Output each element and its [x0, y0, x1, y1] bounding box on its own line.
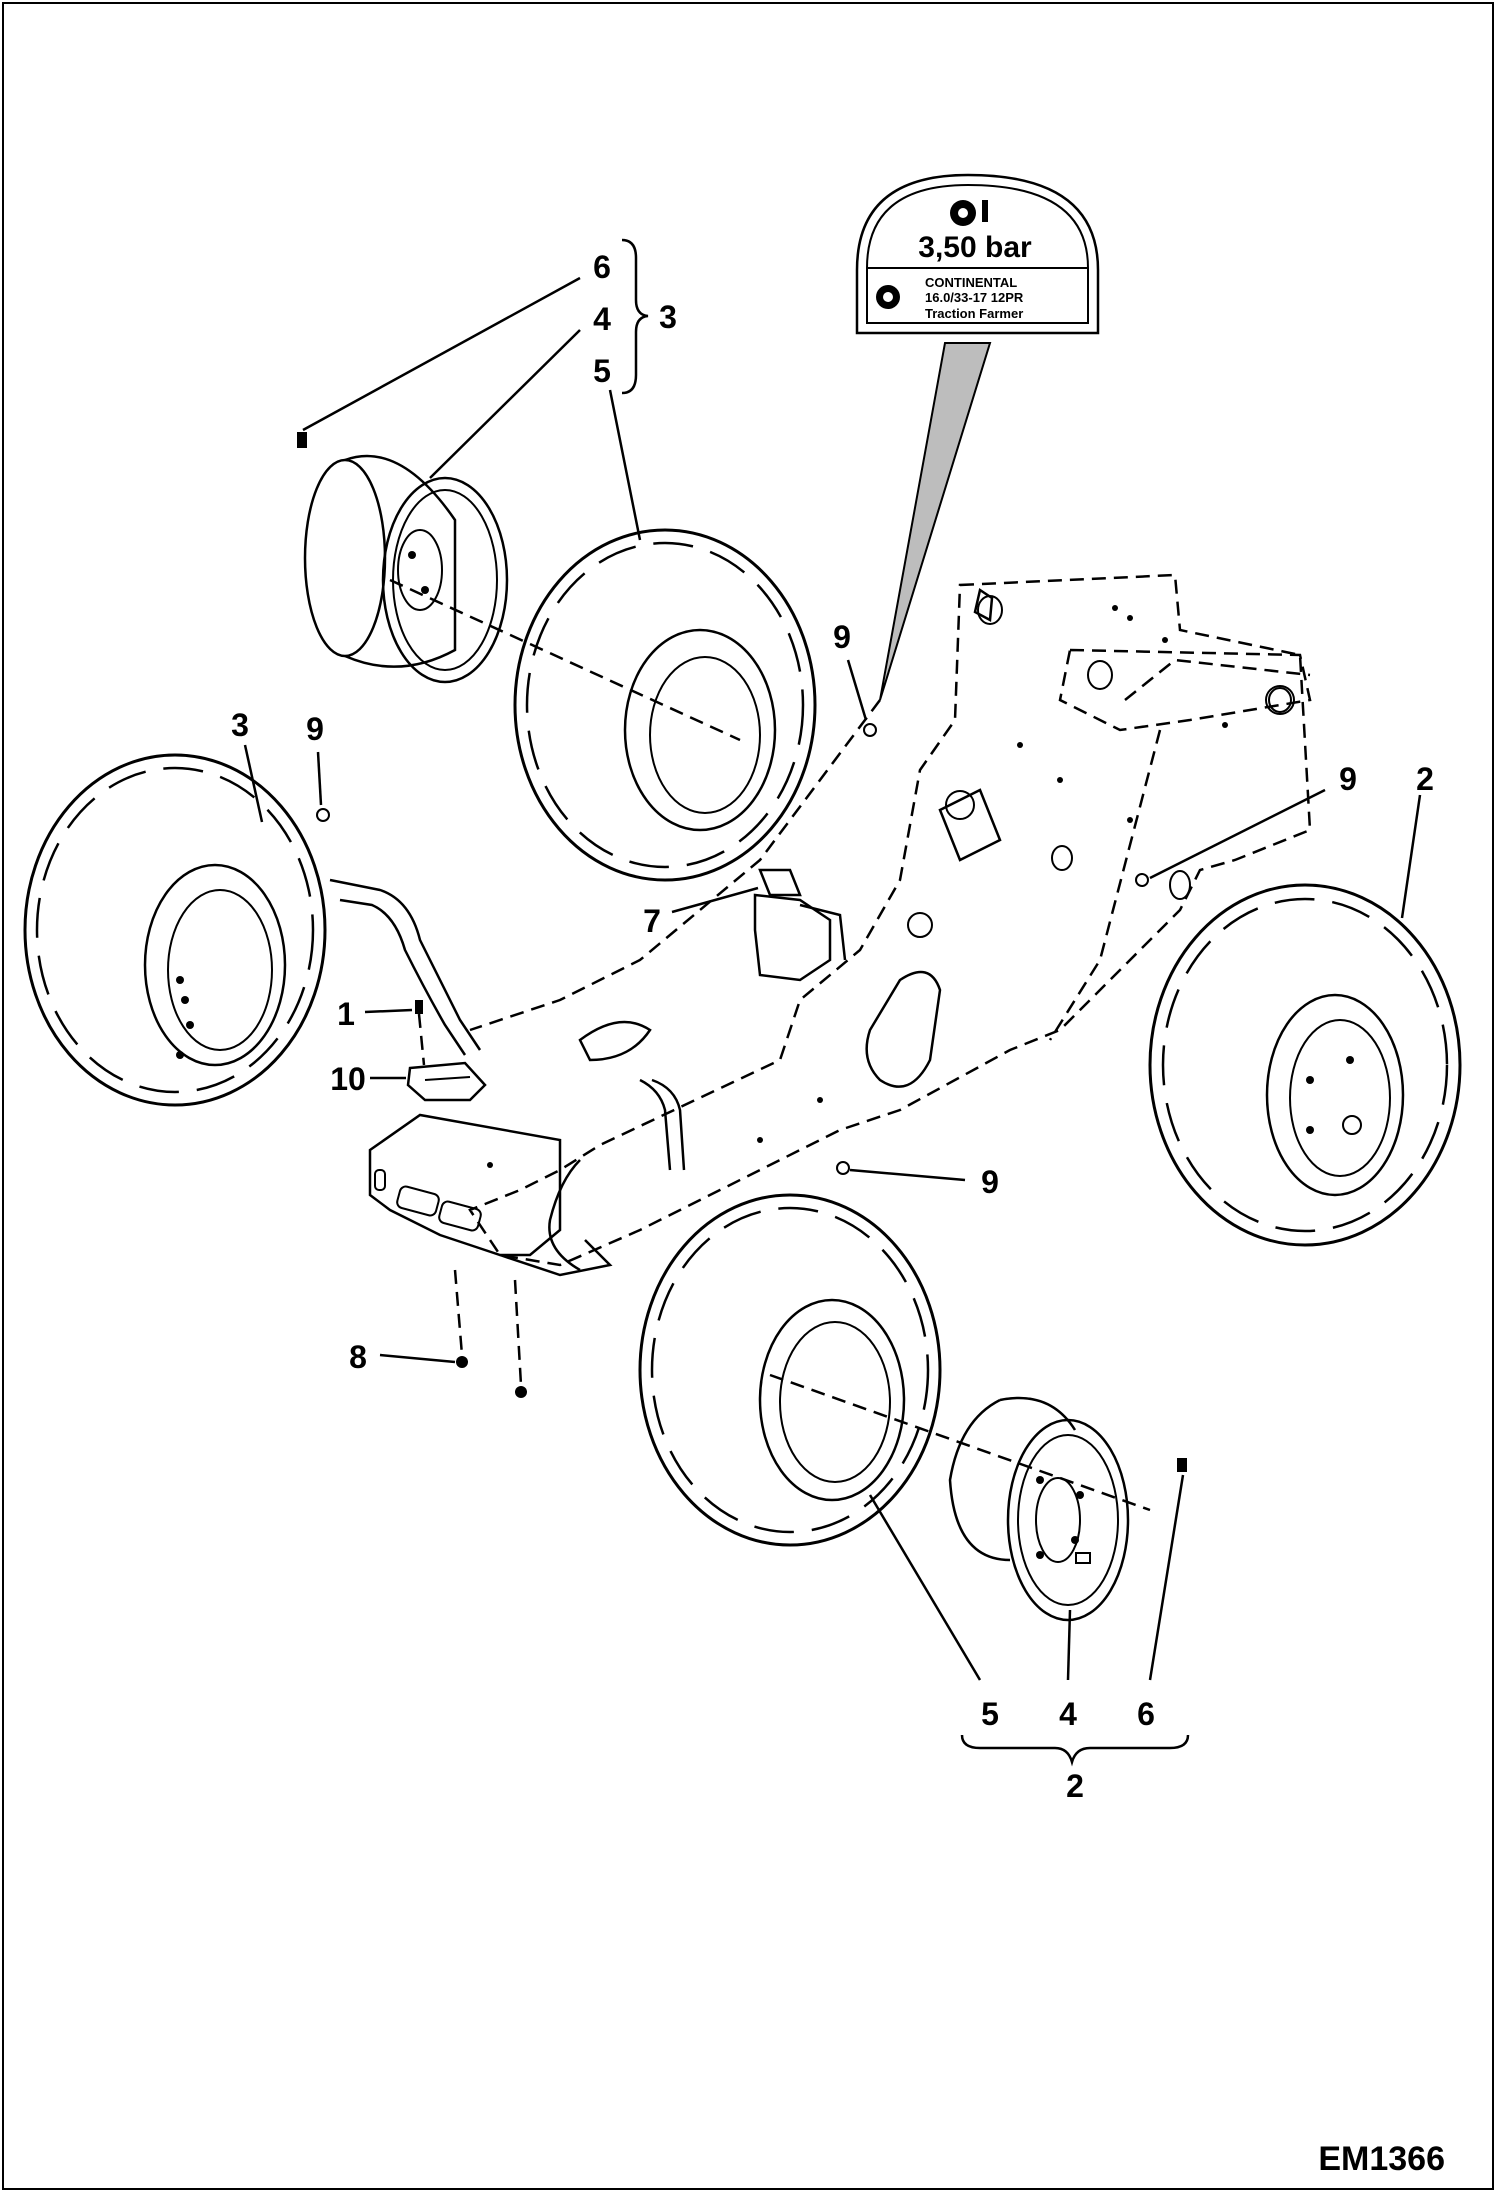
bolt-8-b [515, 1386, 527, 1398]
callout-5-bottom: 5 [981, 1696, 999, 1732]
front-right-wheel [1148, 883, 1462, 1247]
plug-9-bottom [836, 1161, 850, 1175]
plug-9-right [1135, 873, 1149, 887]
rear-right-wheel-assembly [638, 1193, 1187, 1622]
callout-6-bottom: 6 [1137, 1696, 1155, 1732]
bolt-8-a [456, 1356, 468, 1368]
callout-4-bottom: 4 [1059, 1696, 1077, 1732]
callout-6-top: 6 [593, 249, 611, 285]
wheel-icon [876, 285, 900, 309]
rubber-pad [406, 1061, 487, 1102]
tire-pressure-decal: 3,50 bar CONTINENTAL 16.0/33-17 12PR Tra… [855, 173, 1100, 701]
callout-labels: 6 4 5 3 3 9 9 9 2 7 1 10 9 8 5 4 6 2 [231, 249, 1434, 1804]
plug-9-left [316, 808, 330, 822]
callout-10: 10 [330, 1061, 366, 1097]
callout-9-top: 9 [833, 619, 851, 655]
plug-9-top [863, 723, 877, 737]
screw-1 [415, 1000, 423, 1014]
decal-pressure: 3,50 bar [918, 231, 1032, 264]
front-left-wheel [23, 753, 327, 1107]
decal-pointer [879, 342, 992, 701]
callout-7: 7 [643, 903, 661, 939]
callout-9-bottom: 9 [981, 1164, 999, 1200]
callout-3-left: 3 [231, 707, 249, 743]
callout-8: 8 [349, 1339, 367, 1375]
bracket [753, 868, 847, 982]
support-bar [329, 878, 686, 1272]
callout-9-right: 9 [1339, 761, 1357, 797]
decal-size: 16.0/33-17 12PR [925, 290, 1024, 305]
figure-id: EM1366 [1318, 2140, 1445, 2178]
decal-model: Traction Farmer [925, 306, 1023, 321]
leader-lines [243, 238, 1422, 1767]
rear-left-wheel-assembly [297, 432, 817, 882]
callout-2-right: 2 [1416, 761, 1434, 797]
callout-5-top: 5 [593, 353, 611, 389]
callout-4-top: 4 [593, 301, 611, 337]
callout-9-left: 9 [306, 711, 324, 747]
chassis-frame [468, 573, 1312, 1267]
tire-icon [950, 200, 988, 226]
callout-1: 1 [337, 996, 355, 1032]
decal-brand: CONTINENTAL [925, 275, 1017, 290]
callout-3-top: 3 [659, 299, 677, 335]
rear-frame-end [368, 1113, 613, 1277]
callout-2-bottom: 2 [1066, 1768, 1084, 1804]
